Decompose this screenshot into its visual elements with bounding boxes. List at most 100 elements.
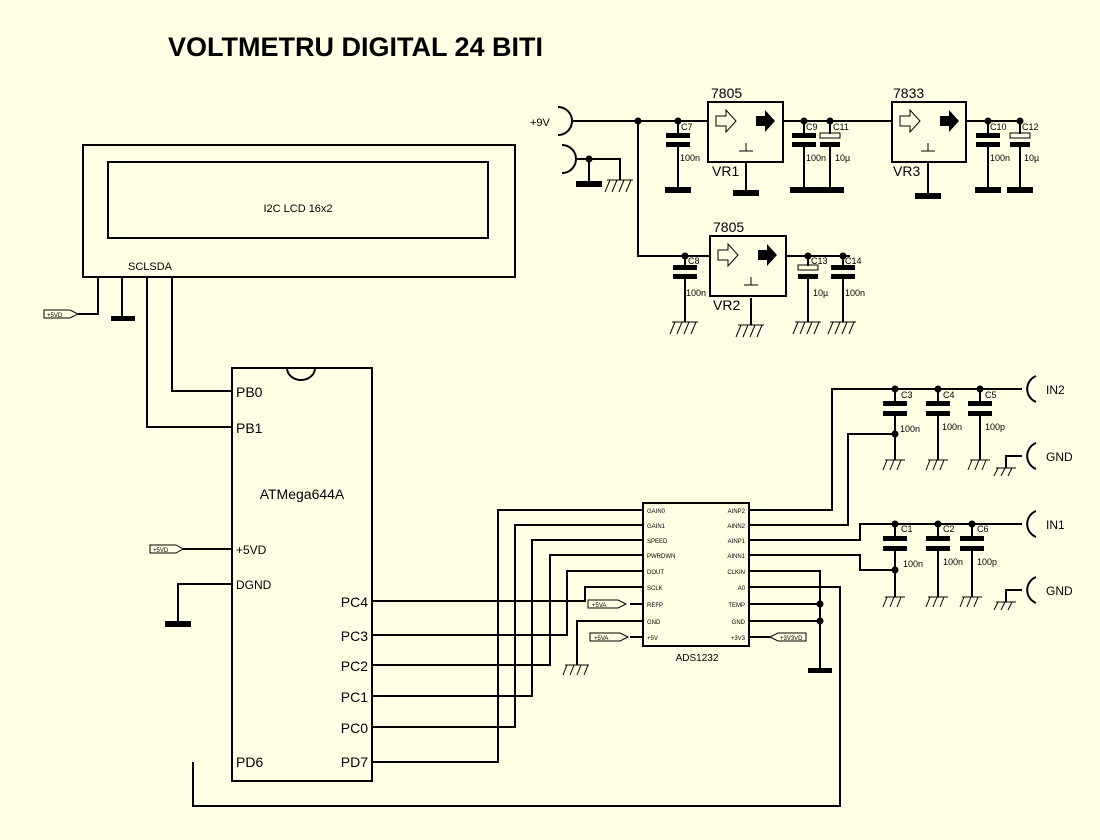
wire-ainn1 [749,554,895,571]
svg-text:7805: 7805 [713,219,744,235]
svg-text:GND: GND [1046,450,1073,464]
adc-gnd-symbol [808,668,832,673]
adc-pin-a0: A0 [738,586,746,592]
adc-pin-ainp1: AINP1 [728,539,746,545]
svg-text:100n: 100n [806,153,826,163]
c5-symbol [968,401,992,406]
adc-pin-gnd-left: GND [647,620,661,626]
svg-text:C3: C3 [901,390,913,400]
svg-text:C4: C4 [943,390,955,400]
in2-filter: C3 100n C4 100n C5 100p [882,385,1005,471]
tag-adc-3v3: +3V3VD [768,632,807,642]
adc-pin-ainn1: AINN1 [727,554,745,560]
regulator-vr2-out-arrow-icon [758,244,777,266]
power-junctions [634,117,1024,260]
junction-gnd [816,617,824,625]
svg-text:C14: C14 [845,256,862,266]
tag-adc-refp: +5VA [587,599,628,609]
regulator-vr1-in-arrow-icon [715,108,737,134]
mcu-pin-5vd: +5VD [236,543,267,557]
power-capacitors: C7 100n C9 100n C11 10µ C10 100n C12 10µ… [666,122,1039,298]
svg-text:7833: 7833 [893,85,924,101]
mcu-pin-pc4: PC4 [341,594,368,610]
adc-pin-sclk: SCLK [647,586,663,592]
connector-9v-gnd [561,144,633,193]
wire-mcu-dgnd [177,583,232,622]
wire-clkin [749,570,821,668]
adc-pin-clkin: CLKIN [727,570,745,576]
regulator-vr1: 7805 VR1 [707,85,784,179]
mcu-name: ATMega644A [260,486,345,502]
svg-text:10µ: 10µ [835,153,850,163]
svg-text:+5VD: +5VD [153,548,169,554]
adc-pin-3v3: +3V3 [731,636,746,642]
wire-sda-pb0 [171,277,232,392]
connector-in2: IN2 [1026,375,1065,403]
adc-pin-5v: +5V [647,636,658,642]
regulator-vr2: 7805 VR2 [709,219,787,313]
wire-scl-pb1 [146,277,232,428]
svg-text:100n: 100n [845,288,865,298]
schematic-title: VOLTMETRU DIGITAL 24 BITI [168,32,543,62]
adc-pin-dout: DOUT [647,570,664,576]
svg-text:C11: C11 [833,122,849,132]
svg-text:GND: GND [1046,584,1073,598]
wire-ainn2 [749,433,895,526]
connector-gnd-bottom: GND [993,576,1073,611]
adc-gnd-left-symbol [562,664,589,676]
regulator-vr3: 7833 VR3 [891,85,967,179]
svg-text:C5: C5 [985,390,997,400]
svg-text:C10: C10 [990,122,1007,132]
adc-pin-ainn2: AINN2 [727,524,745,530]
lcd-gnd-symbol [111,316,135,321]
mcu-pin-pb0: PB0 [236,384,263,400]
c13-symbol [797,264,819,271]
mcu-adc-bus [192,509,841,807]
power-ground-symbols [665,187,1033,338]
lcd-pin-labels: SCLSDA [128,261,173,273]
tag-lcd-5v: +5VD [43,309,80,319]
mcu-outline [231,367,373,782]
wire-pc2-pwrdwn [372,554,643,666]
wire-adc-gnd-left [576,620,643,665]
wire-ainp2-in2 [749,388,1022,511]
c8-symbol [673,265,697,270]
mcu-pin-pd6: PD6 [236,754,263,770]
lcd-wiring [78,277,232,428]
svg-text:C12: C12 [1022,122,1039,132]
svg-text:100n: 100n [903,559,923,569]
svg-text:+5VA: +5VA [592,603,606,609]
svg-text:+5VA: +5VA [594,636,608,642]
mcu-pin-dgnd: DGND [236,578,272,592]
adc-pin-ainp2: AINP2 [728,509,746,515]
mcu-pin-pc0: PC0 [341,720,368,736]
adc-pin-pwrdwn: PWRDWN [647,554,675,560]
wire-pd6-a0 [192,586,841,807]
c4-symbol [926,401,950,406]
adc-pin-gain0: GAIN0 [647,509,666,515]
svg-text:+5VD: +5VD [47,313,63,319]
svg-text:7805: 7805 [711,85,742,101]
c12-symbol [1009,132,1031,139]
adc-pin-gain1: GAIN1 [647,524,666,530]
c6-symbol [960,536,984,541]
adc-pin-temp: TEMP [728,603,745,609]
regulator-vr1-out-arrow-icon [756,110,775,132]
adc-pin-gnd-right: GND [732,620,746,626]
regulator-vr2-in-arrow-icon [717,242,739,268]
svg-text:100n: 100n [990,153,1010,163]
mcu-notch [286,367,316,381]
svg-text:C1: C1 [901,524,913,534]
adc-outline [642,502,750,647]
adc-name: ADS1232 [676,653,719,664]
svg-text:C9: C9 [806,122,818,132]
svg-text:C7: C7 [681,122,693,132]
c10-symbol [976,133,1000,138]
svg-text:VR3: VR3 [893,163,920,179]
svg-text:C8: C8 [688,256,700,266]
svg-text:IN2: IN2 [1046,383,1065,397]
svg-text:100n: 100n [686,288,706,298]
c3-symbol [883,401,907,406]
regulator-vr3-in-arrow-icon [899,108,921,134]
